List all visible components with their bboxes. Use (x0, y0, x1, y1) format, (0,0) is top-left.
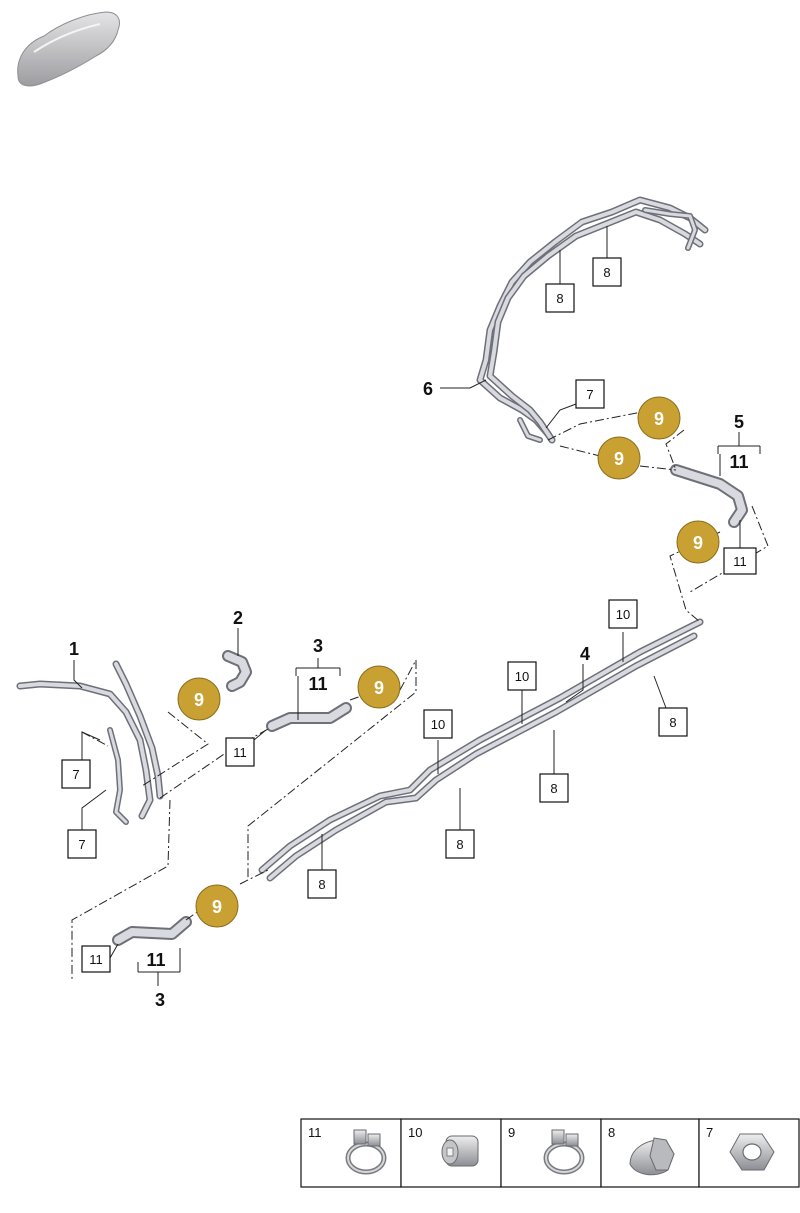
part-label-5: 5 (734, 412, 744, 432)
svg-text:11: 11 (308, 1125, 322, 1140)
badges-9: 9 9 9 9 9 9 (177, 396, 720, 928)
svg-text:8: 8 (318, 877, 325, 892)
part-label-6: 6 (423, 379, 433, 399)
callout-11: 11 (723, 547, 757, 575)
svg-text:11: 11 (233, 745, 247, 760)
part-label-2: 2 (233, 608, 243, 628)
hex-nut-icon (729, 1133, 775, 1171)
hose-clamp-icon (543, 1129, 585, 1175)
part-label-4: 4 (580, 644, 590, 664)
pipe-assembly-1 (16, 660, 164, 825)
svg-text:10: 10 (408, 1125, 422, 1140)
svg-text:7: 7 (78, 837, 85, 852)
callout-8: 8 (592, 257, 622, 287)
badge-9: 9 (676, 520, 720, 564)
part-label-3-top: 3 (313, 636, 323, 656)
svg-text:7: 7 (586, 387, 593, 402)
svg-text:11: 11 (89, 952, 103, 967)
badge-9: 9 (357, 665, 401, 709)
svg-text:8: 8 (669, 715, 676, 730)
callout-10: 10 (507, 661, 537, 691)
svg-text:7: 7 (706, 1125, 713, 1140)
part-label-3-bottom: 3 (155, 990, 165, 1010)
pipe-assembly-4 (258, 618, 704, 882)
legend-cell-11: 11 (300, 1118, 402, 1188)
hose-3-lower (112, 916, 192, 946)
hose-5 (670, 464, 748, 528)
callout-8: 8 (445, 829, 475, 859)
part-label-1: 1 (69, 639, 79, 659)
callout-11: 11 (225, 737, 255, 767)
svg-text:8: 8 (603, 265, 610, 280)
callout-11: 11 (81, 945, 111, 973)
hose-3-upper (266, 702, 352, 732)
legend-cell-8: 8 (600, 1118, 700, 1188)
part-labels: 1 2 3 3 4 5 6 11 11 11 (69, 379, 749, 1010)
svg-text:11: 11 (733, 554, 747, 569)
part-label-11-right: 11 (729, 452, 748, 472)
svg-text:10: 10 (616, 607, 630, 622)
callout-8: 8 (545, 283, 575, 313)
svg-text:8: 8 (608, 1125, 615, 1140)
plastic-nut-icon (441, 1135, 479, 1167)
svg-text:9: 9 (508, 1125, 515, 1140)
callout-8: 8 (539, 773, 569, 803)
legend-table: 11 10 9 (300, 1118, 800, 1188)
hose-clamp-icon (345, 1129, 387, 1175)
svg-text:9: 9 (212, 897, 222, 917)
svg-text:8: 8 (556, 291, 563, 306)
svg-text:10: 10 (515, 669, 529, 684)
legend-cell-9: 9 (500, 1118, 602, 1188)
pipe-assembly-6 (476, 196, 709, 444)
svg-text:9: 9 (654, 409, 664, 429)
svg-text:8: 8 (456, 837, 463, 852)
car-silhouette-icon (17, 11, 120, 87)
badge-9: 9 (637, 396, 681, 440)
callout-8: 8 (307, 869, 337, 899)
svg-text:9: 9 (194, 690, 204, 710)
legend-cell-10: 10 (400, 1118, 502, 1188)
svg-text:9: 9 (374, 678, 384, 698)
part-label-11-bottom: 11 (146, 950, 165, 970)
callout-8: 8 (658, 707, 688, 737)
callout-10: 10 (423, 709, 453, 739)
svg-text:10: 10 (431, 717, 445, 732)
legend-cell-7: 7 (698, 1118, 800, 1188)
badge-9: 9 (195, 884, 239, 928)
svg-text:7: 7 (72, 767, 79, 782)
callout-7: 7 (61, 759, 91, 789)
cap-nut-icon (629, 1137, 675, 1176)
part-label-11-top: 11 (308, 674, 327, 694)
hose-2 (222, 650, 252, 692)
leader-lines (73, 226, 761, 986)
connector-lines (71, 409, 769, 980)
svg-text:9: 9 (693, 533, 703, 553)
callout-10: 10 (608, 599, 638, 629)
svg-text:8: 8 (550, 781, 557, 796)
callout-7: 7 (575, 379, 605, 409)
boxed-callouts: 8 8 7 11 10 10 10 8 8 8 8 11 7 7 11 (61, 257, 757, 973)
callout-7: 7 (67, 829, 97, 859)
badge-9: 9 (597, 436, 641, 480)
badge-9: 9 (177, 677, 221, 721)
svg-text:9: 9 (614, 449, 624, 469)
